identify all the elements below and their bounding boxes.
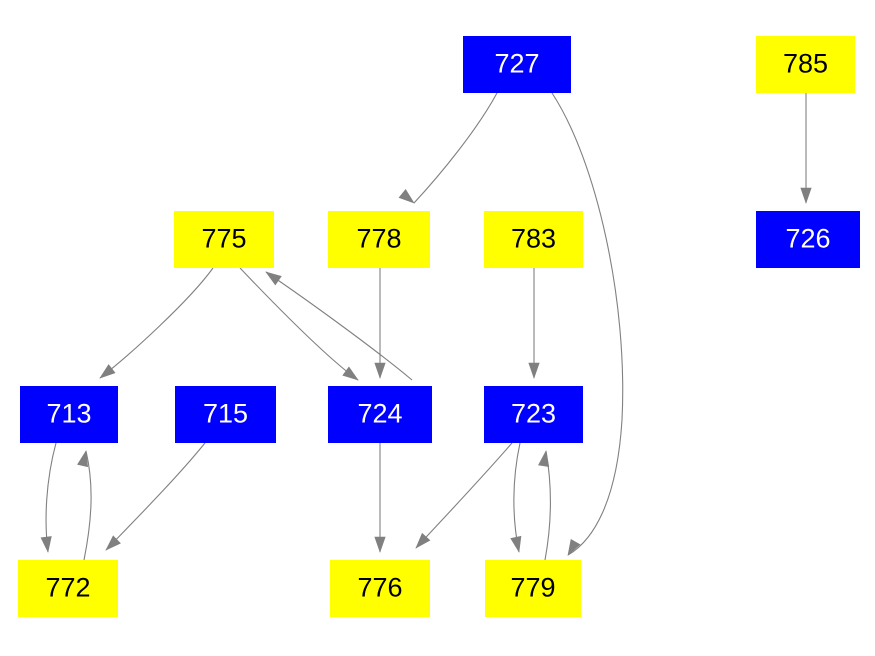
node-box[interactable] (174, 211, 274, 268)
edge-line (513, 442, 521, 553)
edge-775-to-724 (239, 267, 359, 381)
node-label: 772 (45, 573, 90, 603)
node-label: 775 (201, 224, 246, 254)
node-label: 783 (511, 224, 556, 254)
node-775[interactable]: 775 (174, 211, 274, 268)
node-label: 785 (783, 49, 828, 79)
arrowhead-icon (567, 538, 581, 556)
edge-line (551, 92, 624, 556)
node-772[interactable]: 772 (18, 560, 118, 617)
arrowhead-icon (398, 189, 415, 204)
node-box[interactable] (328, 386, 432, 443)
node-778[interactable]: 778 (328, 211, 430, 268)
edge-line (265, 271, 413, 381)
node-label: 724 (357, 399, 402, 429)
node-box[interactable] (175, 386, 276, 443)
node-713[interactable]: 713 (20, 386, 118, 443)
edge-715-to-772 (105, 442, 206, 551)
edge-779-to-723 (538, 450, 551, 561)
node-785[interactable]: 785 (756, 36, 855, 93)
edge-713-to-772 (40, 442, 57, 553)
node-box[interactable] (328, 211, 430, 268)
arrowhead-icon (800, 187, 812, 204)
edge-723-to-779 (510, 442, 522, 553)
edge-line (105, 442, 206, 551)
edge-line (99, 267, 214, 379)
edge-727-to-779 (551, 92, 624, 556)
node-layer: 727 785 775 778 783 726 713 715 724 723 772 776 779 (18, 36, 860, 617)
node-box[interactable] (20, 386, 118, 443)
arrowhead-icon (510, 535, 522, 553)
node-box[interactable] (330, 560, 430, 617)
node-783[interactable]: 783 (484, 211, 583, 268)
arrowhead-icon (342, 366, 359, 381)
node-724[interactable]: 724 (328, 386, 432, 443)
arrowhead-icon (374, 362, 386, 379)
node-label: 726 (785, 224, 830, 254)
edge-layer (40, 92, 812, 561)
node-723[interactable]: 723 (484, 386, 583, 443)
edge-783-to-723 (528, 268, 540, 379)
node-779[interactable]: 779 (485, 560, 581, 617)
arrowhead-icon (415, 532, 431, 549)
edge-line (83, 450, 92, 561)
edge-727-to-778 (398, 92, 498, 204)
node-box[interactable] (756, 211, 860, 268)
node-box[interactable] (484, 211, 583, 268)
node-box[interactable] (484, 386, 583, 443)
arrowhead-icon (538, 450, 550, 467)
node-label: 723 (511, 399, 556, 429)
node-label: 779 (510, 573, 555, 603)
edge-724-to-775 (265, 271, 413, 381)
edge-775-to-713 (99, 267, 214, 379)
edge-line (413, 92, 498, 204)
node-715[interactable]: 715 (175, 386, 276, 443)
node-727[interactable]: 727 (463, 36, 571, 93)
edge-723-to-776 (415, 442, 513, 549)
edge-line (544, 450, 551, 561)
node-label: 713 (46, 399, 91, 429)
arrowhead-icon (374, 536, 386, 553)
node-label: 776 (357, 573, 402, 603)
edge-724-to-776 (374, 443, 386, 553)
edge-line (45, 442, 57, 553)
arrowhead-icon (105, 535, 121, 551)
arrowhead-icon (528, 362, 540, 379)
node-box[interactable] (463, 36, 571, 93)
node-label: 715 (203, 399, 248, 429)
arrowhead-icon (40, 536, 52, 553)
arrowhead-icon (77, 450, 89, 468)
edge-778-to-724 (374, 268, 386, 379)
node-label: 778 (356, 224, 401, 254)
node-box[interactable] (18, 560, 118, 617)
node-label: 727 (494, 49, 539, 79)
arrowhead-icon (99, 364, 116, 379)
node-726[interactable]: 726 (756, 211, 860, 268)
edge-785-to-726 (800, 93, 812, 204)
node-776[interactable]: 776 (330, 560, 430, 617)
node-box[interactable] (756, 36, 855, 93)
arrowhead-icon (265, 271, 282, 286)
edge-772-to-713 (77, 450, 92, 561)
node-box[interactable] (485, 560, 581, 617)
edge-line (415, 442, 513, 549)
